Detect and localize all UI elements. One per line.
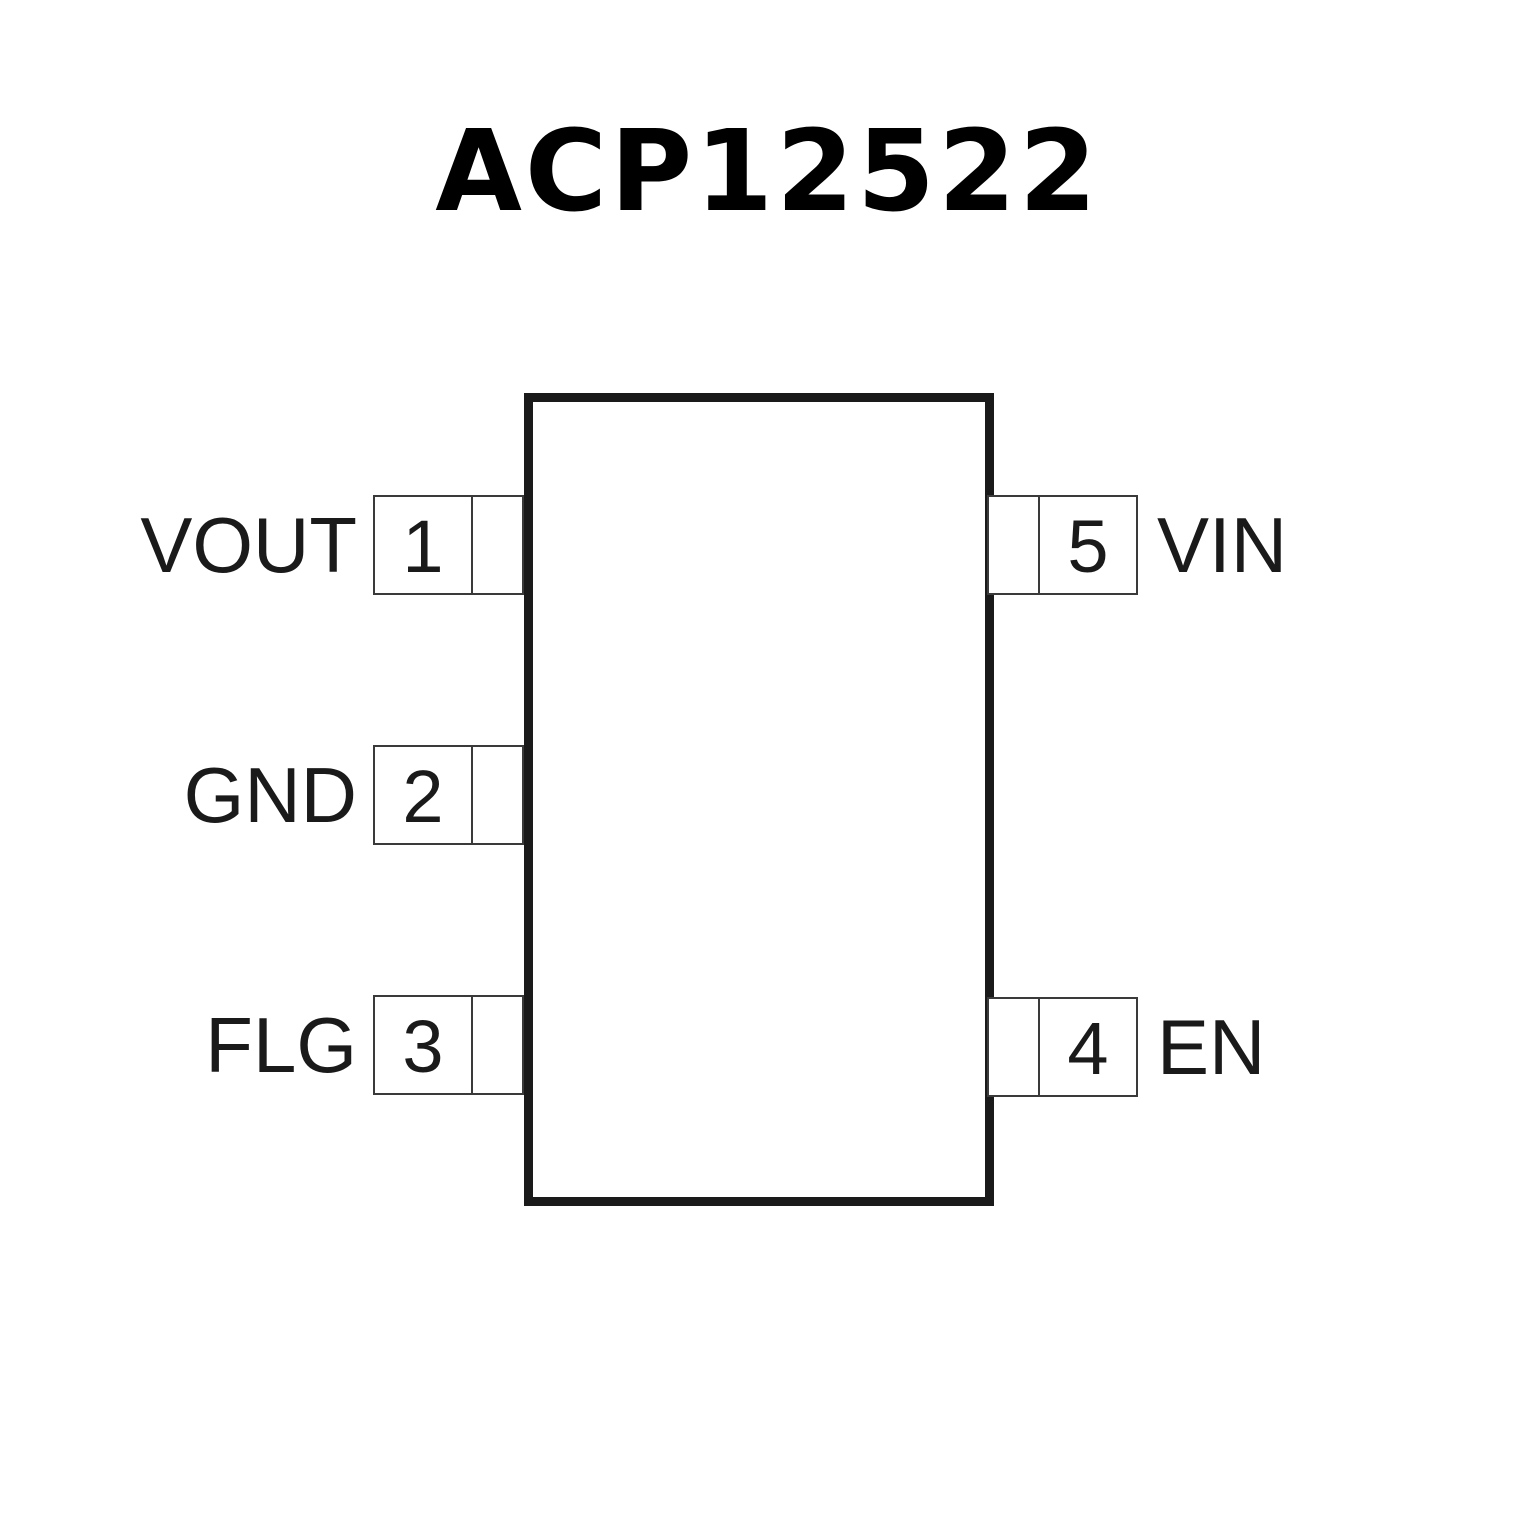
- pin-pad-5: 5: [987, 495, 1138, 595]
- chip-body: [524, 393, 994, 1206]
- pin-label-gnd: GND: [183, 751, 357, 839]
- pin-label-vin: VIN: [1157, 501, 1288, 589]
- pin-label-en: EN: [1157, 1003, 1266, 1091]
- pin-number-4: 4: [1038, 999, 1136, 1095]
- pin-number-1: 1: [375, 497, 473, 593]
- pin-pad-1: 1: [373, 495, 524, 595]
- pin-number-2: 2: [375, 747, 473, 843]
- pin-label-vout: VOUT: [140, 501, 357, 589]
- pin-pad-3: 3: [373, 995, 524, 1095]
- pin-pad-2: 2: [373, 745, 524, 845]
- pin-number-5: 5: [1038, 497, 1136, 593]
- chip-title: ACP12522: [435, 107, 1100, 237]
- pin-label-flg: FLG: [205, 1001, 357, 1089]
- pin-number-3: 3: [375, 997, 473, 1093]
- pin-pad-4: 4: [987, 997, 1138, 1097]
